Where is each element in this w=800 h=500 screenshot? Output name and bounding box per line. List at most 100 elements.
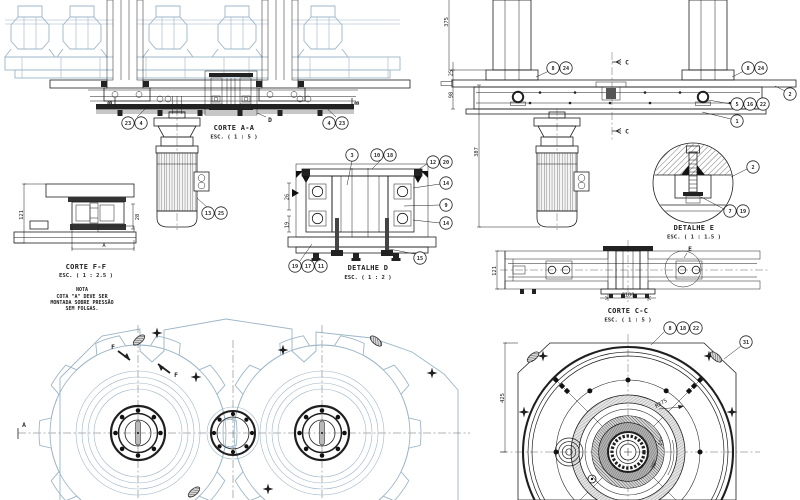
dim-label: 121	[492, 266, 498, 276]
bolt-hole	[230, 411, 236, 417]
bearing-unit	[545, 260, 703, 280]
callout-number: 12	[430, 160, 436, 166]
bolt-hole	[217, 444, 222, 449]
column-section-2	[261, 0, 299, 81]
scale-label: ESC. ( 1 : 5 )	[210, 135, 257, 141]
bracket-goblet	[211, 5, 263, 58]
motor	[153, 107, 210, 231]
bolt-hole	[211, 430, 217, 436]
bolt-hole	[151, 446, 157, 452]
callout-number: 24	[563, 66, 569, 72]
callout-number: 23	[339, 121, 345, 127]
bracket-goblet	[56, 5, 108, 58]
callout-number: 20	[443, 160, 449, 166]
idler-bore	[216, 416, 250, 450]
scale-label: ESC. ( 1 : 2 )	[344, 275, 391, 281]
slot-mark	[132, 334, 146, 346]
view-corte-aa: B B D 23 4 4 23 13 25 CORTE A-A ESC. ( 1…	[4, 0, 411, 231]
center-hub-section	[600, 246, 656, 298]
callout-number: 8	[551, 66, 554, 72]
callout-balloon: 5	[730, 97, 744, 111]
plate-outline	[59, 318, 459, 500]
callout-balloon: 9	[439, 198, 453, 212]
view-elevation: C C 375 25 98 387 8 24 8 24 2 5 16 22 1	[440, 0, 797, 231]
base-frame	[465, 81, 767, 115]
bullseye-feature	[554, 437, 584, 467]
bolt-hole	[342, 430, 347, 436]
bolt-hole	[335, 446, 341, 452]
view-detalhe-d: 26 19 3 10 18 12 20 14 9 14 15 19 17 11 …	[285, 148, 453, 281]
star-mark	[703, 350, 715, 362]
callout-number: 2	[788, 92, 791, 98]
dim-label: A	[102, 243, 106, 249]
callout-number: 4	[139, 121, 142, 127]
bolt-hole	[697, 449, 703, 455]
callout-balloon: 2	[783, 87, 797, 101]
detail-circle	[652, 142, 734, 224]
hub-ring	[616, 440, 640, 464]
view-detalhe-e: 2 7 19 DETALHE E ESC. ( 1 : 1.5 )	[652, 142, 760, 241]
view-title: CORTE C-C	[608, 307, 649, 315]
view-plan-single: 425 R375 15° 30° 8 18 22 31	[500, 321, 760, 500]
dim-label: Ø100	[622, 292, 635, 299]
bolt-hole	[335, 414, 341, 420]
motor	[533, 107, 590, 231]
housing-ring	[265, 376, 379, 490]
bolt-hole	[244, 444, 249, 449]
callout-number: 24	[758, 66, 764, 72]
callout-number: 10	[374, 153, 380, 159]
section-line-c: C C	[611, 52, 629, 140]
idler-ring	[206, 406, 260, 460]
hub-ring	[607, 431, 649, 473]
detail-marker-d: D	[268, 117, 272, 124]
callout-number: 22	[693, 326, 699, 332]
plug-center	[590, 477, 594, 481]
view-plan-double: A F F	[17, 318, 470, 500]
bolt-hole	[151, 414, 157, 420]
housing-ring	[277, 388, 367, 478]
note-line: COTA "A" DEVE SER	[56, 294, 108, 300]
callout-balloon: 1	[730, 114, 744, 128]
callout-number: 19	[292, 264, 298, 270]
star-mark	[190, 371, 202, 383]
knurl-ring	[578, 402, 678, 500]
bolt-hole	[244, 417, 249, 422]
callout-balloon: 14	[439, 176, 453, 190]
view-corte-cc: E 121 Ø100 CORTE C-C ESC. ( 1 : 5 )	[492, 240, 770, 324]
view-title: DETALHE D	[348, 264, 389, 272]
callout-number: 8	[746, 66, 749, 72]
view-title: CORTE F-F	[66, 263, 107, 271]
callout-number: 8	[668, 326, 671, 332]
callout-number: 18	[680, 326, 686, 332]
callout-balloon: 14	[439, 216, 453, 230]
idler-flange	[210, 410, 256, 456]
callout-number: 31	[743, 340, 749, 346]
column-1	[485, 0, 539, 81]
callout-number: 14	[443, 181, 449, 187]
callout-balloon: 4	[322, 116, 336, 130]
bolt-hole	[553, 449, 559, 455]
note-title: NOTA	[76, 287, 88, 293]
bolt-hole	[303, 414, 309, 420]
housing-ring	[93, 388, 183, 478]
bolt-hole	[319, 408, 325, 413]
section-marker-b: B	[107, 101, 114, 105]
callout-number: 14	[443, 221, 449, 227]
view-title: DETALHE E	[674, 224, 715, 232]
callout-balloon: 13	[201, 206, 215, 220]
bolt-hole	[135, 453, 141, 458]
section-marker-f: F	[174, 372, 178, 379]
dimensions: 121 Ø100	[492, 250, 656, 301]
housing-ring	[233, 344, 411, 500]
datum-marker-a: A	[22, 422, 26, 429]
dimensions: 375 25 98 387	[444, 0, 540, 228]
section-marker-c: C	[625, 60, 629, 67]
cover-ring	[527, 351, 729, 500]
slot-mark	[369, 335, 383, 347]
callout-number: 13	[205, 211, 211, 217]
section-marker-c: C	[625, 129, 629, 136]
housing-ring	[81, 376, 195, 490]
slot-mark	[526, 351, 540, 363]
dim-label: 25	[449, 70, 455, 77]
